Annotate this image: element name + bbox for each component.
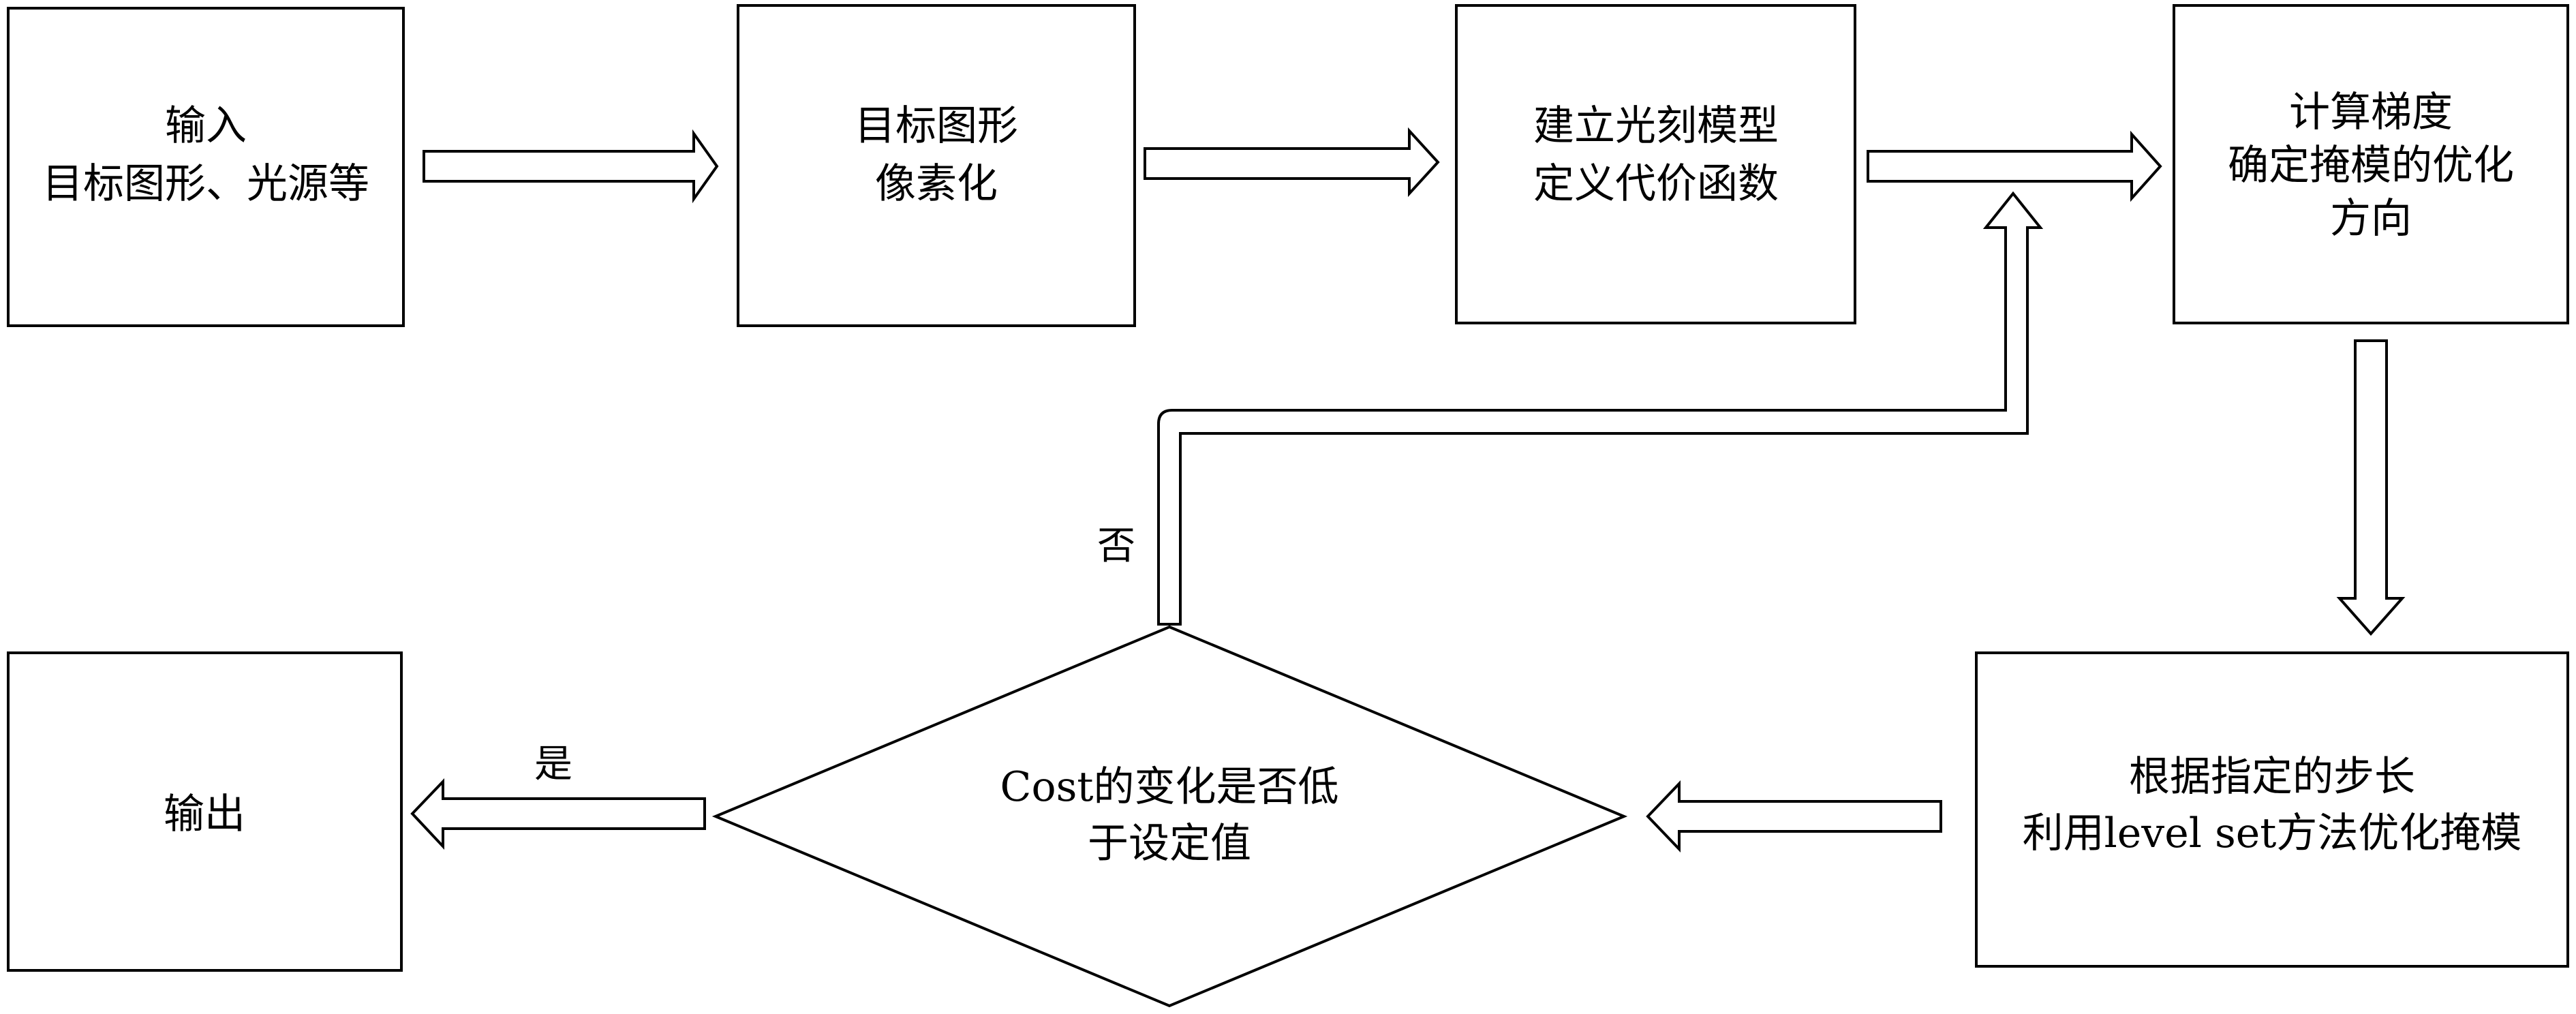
node-levelset: 根据指定的步长 利用level set方法优化掩模 bbox=[1975, 651, 2569, 968]
node-gradient-line-1: 计算梯度 bbox=[2289, 89, 2453, 136]
node-input-line-1: 输入 bbox=[165, 102, 247, 150]
node-model: 建立光刻模型 定义代价函数 bbox=[1455, 4, 1856, 324]
arrow-decision-to-output bbox=[410, 778, 706, 850]
node-model-line-1: 建立光刻模型 bbox=[1533, 102, 1779, 150]
node-decision: Cost的变化是否低 于设定值 bbox=[711, 625, 1628, 1008]
arrow-input-to-pixelize bbox=[423, 129, 719, 204]
node-pixelize-line-2: 像素化 bbox=[875, 160, 998, 208]
edge-label-no: 否 bbox=[1097, 524, 1135, 568]
arrow-pixelize-to-model bbox=[1144, 127, 1440, 198]
node-gradient-line-2: 确定掩模的优化 bbox=[2228, 142, 2514, 189]
node-levelset-line-1: 根据指定的步长 bbox=[2129, 753, 2415, 801]
node-model-line-2: 定义代价函数 bbox=[1533, 160, 1779, 208]
node-input: 输入 目标图形、光源等 bbox=[7, 7, 405, 327]
arrow-model-to-gradient bbox=[1867, 130, 2162, 202]
node-output-line-1: 输出 bbox=[164, 790, 245, 838]
node-output: 输出 bbox=[7, 651, 403, 972]
node-input-line-2: 目标图形、光源等 bbox=[42, 160, 369, 208]
node-pixelize: 目标图形 像素化 bbox=[737, 4, 1136, 327]
node-decision-line-2: 于设定值 bbox=[1088, 820, 1251, 867]
node-decision-line-1: Cost的变化是否低 bbox=[1000, 763, 1339, 811]
node-gradient-line-3: 方向 bbox=[2330, 195, 2412, 243]
arrow-levelset-to-decision bbox=[1646, 780, 1942, 852]
node-gradient: 计算梯度 确定掩模的优化 方向 bbox=[2173, 4, 2569, 324]
arrow-gradient-to-levelset bbox=[2336, 339, 2406, 636]
node-pixelize-line-1: 目标图形 bbox=[855, 102, 1018, 150]
node-levelset-line-2: 利用level set方法优化掩模 bbox=[2023, 810, 2522, 857]
arrow-decision-loop-to-gradient bbox=[1157, 191, 2044, 626]
edge-label-yes: 是 bbox=[534, 742, 572, 786]
